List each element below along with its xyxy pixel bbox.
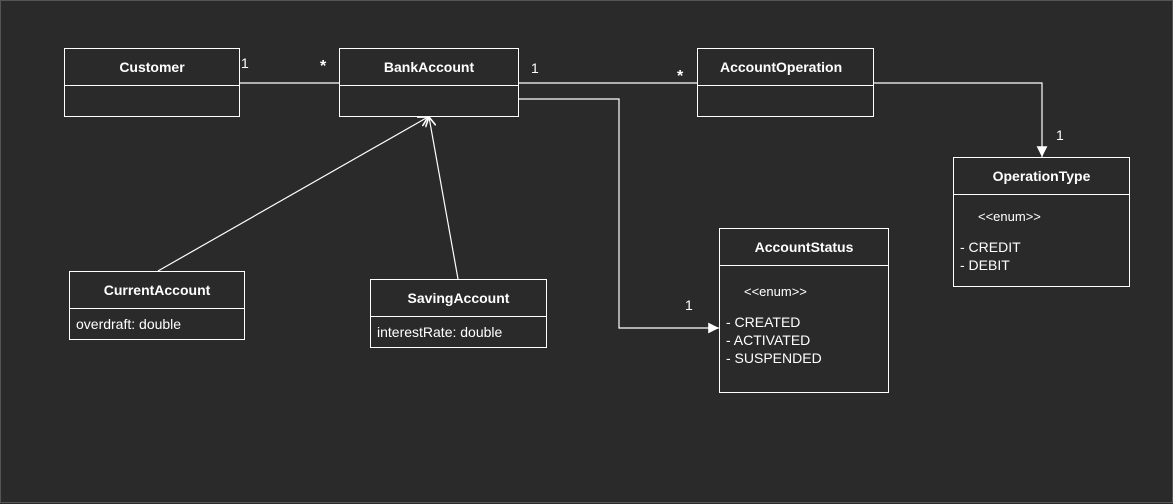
- edge-savingaccount-inheritance: [429, 117, 459, 280]
- accountstatus-literal-created: - CREATED: [726, 314, 801, 330]
- class-accountstatus-body: <<enum>> - CREATED - ACTIVATED - SUSPEND…: [720, 266, 888, 373]
- class-operationtype-name: OperationType: [954, 158, 1129, 195]
- multiplicity-operationtype-one: 1: [1056, 127, 1064, 143]
- class-currentaccount-name: CurrentAccount: [70, 272, 244, 309]
- operationtype-stereotype: <<enum>>: [978, 209, 1041, 224]
- class-customer-body: [65, 86, 239, 98]
- multiplicity-accountstatus-one: 1: [685, 297, 693, 313]
- class-accountstatus[interactable]: AccountStatus <<enum>> - CREATED - ACTIV…: [719, 228, 889, 393]
- edge-bankaccount-accountstatus: [518, 98, 719, 334]
- multiplicity-operation-many: *: [677, 68, 684, 85]
- class-accountoperation-name: AccountOperation: [698, 49, 873, 86]
- accountstatus-literal-suspended: - SUSPENDED: [726, 350, 822, 366]
- accountstatus-literal-activated: - ACTIVATED: [726, 332, 811, 348]
- edge-accountoperation-operationtype: [873, 82, 1048, 157]
- class-currentaccount[interactable]: CurrentAccount overdraft: double: [69, 271, 245, 340]
- class-operationtype[interactable]: OperationType <<enum>> - CREDIT - DEBIT: [953, 157, 1130, 287]
- class-savingaccount-name: SavingAccount: [371, 280, 546, 317]
- class-bankaccount-body: [340, 86, 518, 98]
- class-savingaccount-attribute: interestRate: double: [377, 324, 503, 340]
- class-bankaccount[interactable]: BankAccount: [339, 48, 519, 117]
- class-customer[interactable]: Customer: [64, 48, 240, 117]
- multiplicity-bankaccount-one: 1: [531, 60, 539, 76]
- class-currentaccount-attribute: overdraft: double: [76, 316, 182, 332]
- accountstatus-stereotype: <<enum>>: [744, 284, 807, 299]
- operationtype-literal-debit: - DEBIT: [960, 257, 1010, 273]
- multiplicity-bankaccount-many: *: [320, 58, 327, 75]
- class-operationtype-body: <<enum>> - CREDIT - DEBIT: [954, 195, 1129, 280]
- class-bankaccount-name: BankAccount: [340, 49, 518, 86]
- class-accountstatus-name: AccountStatus: [720, 229, 888, 266]
- class-accountoperation[interactable]: AccountOperation: [697, 48, 874, 117]
- class-customer-name: Customer: [65, 49, 239, 86]
- multiplicity-customer-one: 1: [241, 55, 249, 71]
- class-savingaccount[interactable]: SavingAccount interestRate: double: [370, 279, 547, 348]
- edge-currentaccount-inheritance: [157, 117, 428, 272]
- operationtype-literal-credit: - CREDIT: [960, 239, 1021, 255]
- class-accountoperation-body: [698, 86, 873, 98]
